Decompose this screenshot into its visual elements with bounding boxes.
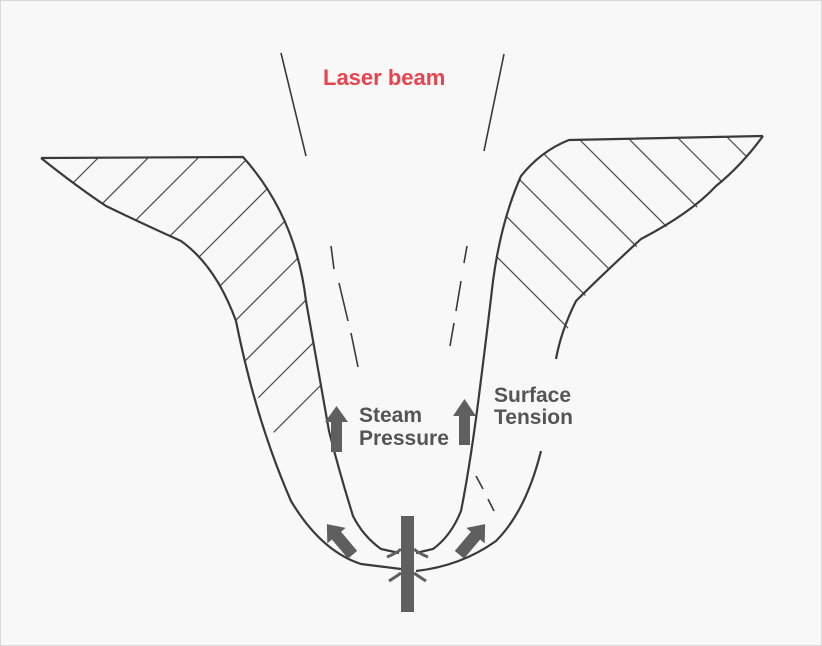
laser-beam-left-edge [280,52,307,157]
steam-pressure-label-line1: Steam [359,404,423,427]
bottom-right-arrow [454,524,486,559]
bottom-left-arrow [326,524,358,559]
surface-tension-label-line1: Surface [494,384,572,407]
right-wall-inner-edge [554,135,764,360]
surface-tension-arrow [453,399,476,445]
surface-tension-label: Surface Tension [494,385,573,429]
right-melt-edge [415,450,543,573]
laser-beam-right-edge [483,53,505,152]
beam-dashed-lines [330,245,495,512]
steam-pressure-arrow [325,406,348,452]
steam-pressure-label-line2: Pressure [359,427,449,450]
laser-beam-label: Laser beam [323,65,446,90]
left-wall-outline [40,155,400,555]
steam-pressure-label: Steam Pressure [359,404,449,450]
surface-tension-label-line2: Tension [494,406,573,429]
keyhole-bottom-bar [386,516,429,612]
left-wall-inner-edge [40,157,402,571]
right-wall-outline [415,134,764,555]
left-wall-hatching [41,157,353,531]
right-wall-hatching [493,136,763,359]
